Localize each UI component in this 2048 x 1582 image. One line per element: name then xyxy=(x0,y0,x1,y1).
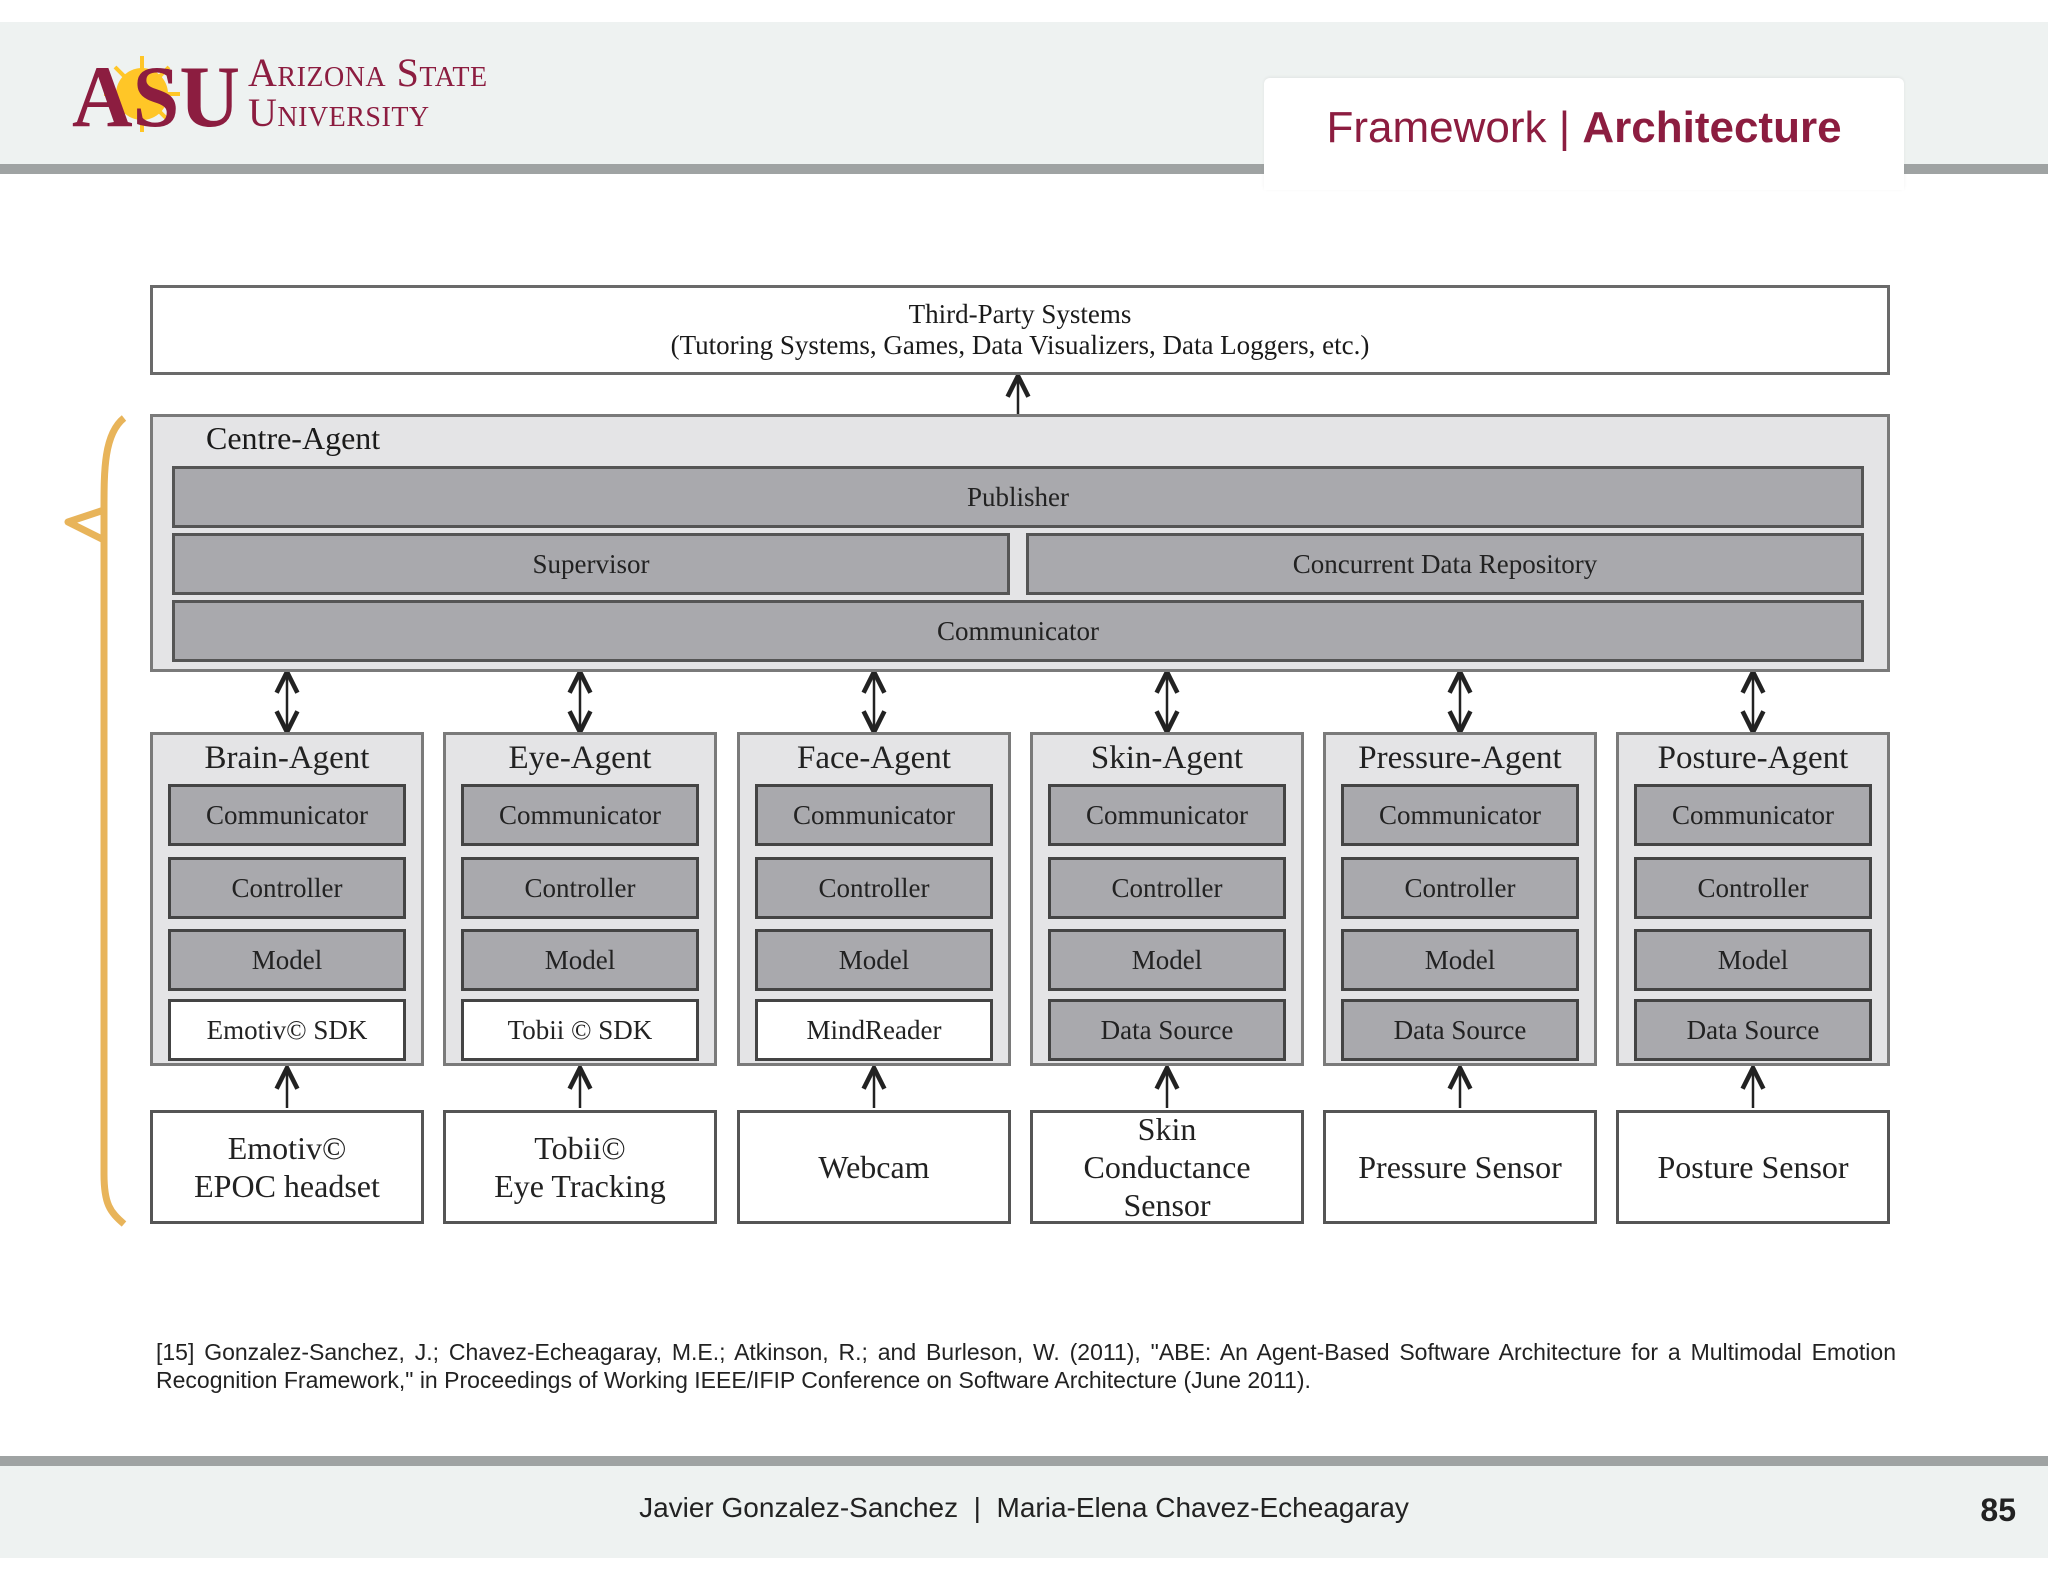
face-agent-model-box: Model xyxy=(755,929,993,991)
face-agent-communicator-box: Communicator xyxy=(755,784,993,846)
asu-sunburst-logo-mark: ASU xyxy=(72,49,240,138)
third-party-title: Third-Party Systems xyxy=(908,299,1132,329)
skin-agent-title: Skin-Agent xyxy=(1090,740,1244,776)
university-name-line-1: Arizona State xyxy=(248,50,488,95)
posture-agent-controller-box: Controller xyxy=(1634,857,1872,919)
citation-text: [15] Gonzalez-Sanchez, J.; Chavez-Echeag… xyxy=(156,1339,1896,1393)
slide-title-topic: Architecture xyxy=(1582,103,1842,152)
publisher-bar: Publisher xyxy=(172,466,1864,528)
logo-letters: ASU xyxy=(72,49,240,138)
posture-agent-device-box: Posture Sensor xyxy=(1616,1110,1890,1224)
pressure-agent-model-box: Model xyxy=(1341,929,1579,991)
brain-agent-source-box: Emotiv© SDK xyxy=(168,999,406,1061)
face-agent-device-box: Webcam xyxy=(737,1110,1011,1224)
centre-communicator-bar: Communicator xyxy=(172,600,1864,662)
asu-logo: ASU Arizona State University xyxy=(70,48,550,138)
third-party-systems-box: Third-Party Systems (Tutoring Systems, G… xyxy=(150,285,1890,375)
skin-agent-device-label: Skin Conductance Sensor xyxy=(1083,1111,1251,1223)
eye-agent-source-box: Tobii © SDK xyxy=(461,999,699,1061)
posture-agent-source-box: Data Source xyxy=(1634,999,1872,1061)
footer-band xyxy=(0,1466,2048,1558)
skin-agent-model-box: Model xyxy=(1048,929,1286,991)
eye-agent-device-box: Tobii© Eye Tracking xyxy=(443,1110,717,1224)
face-agent-controller-box: Controller xyxy=(755,857,993,919)
posture-agent-title: Posture-Agent xyxy=(1657,740,1849,776)
pressure-agent-communicator-box: Communicator xyxy=(1341,784,1579,846)
pressure-agent-device-label: Pressure Sensor xyxy=(1358,1149,1562,1185)
university-name-line-2: University xyxy=(248,90,430,135)
face-agent-device-label: Webcam xyxy=(818,1149,930,1185)
posture-agent-communicator-box: Communicator xyxy=(1634,784,1872,846)
pressure-agent-title: Pressure-Agent xyxy=(1358,740,1562,776)
eye-agent-title: Eye-Agent xyxy=(508,740,652,776)
supervisor-bar: Supervisor xyxy=(172,533,1010,595)
brain-agent-device-label: Emotiv© EPOC headset xyxy=(194,1130,380,1204)
pressure-agent-source-box: Data Source xyxy=(1341,999,1579,1061)
eye-agent-communicator-box: Communicator xyxy=(461,784,699,846)
title-tab xyxy=(1264,78,1904,190)
third-party-subtitle: (Tutoring Systems, Games, Data Visualize… xyxy=(670,330,1370,360)
pressure-agent-device-box: Pressure Sensor xyxy=(1323,1110,1597,1224)
page-number: 85 xyxy=(1980,1492,2016,1528)
skin-agent-communicator-box: Communicator xyxy=(1048,784,1286,846)
skin-agent-controller-box: Controller xyxy=(1048,857,1286,919)
skin-agent-source-box: Data Source xyxy=(1048,999,1286,1061)
centre-agent-label: Centre-Agent xyxy=(206,420,381,456)
brain-agent-communicator-box: Communicator xyxy=(168,784,406,846)
pressure-agent-controller-box: Controller xyxy=(1341,857,1579,919)
posture-agent-model-box: Model xyxy=(1634,929,1872,991)
brain-agent-controller-box: Controller xyxy=(168,857,406,919)
footer-authors: Javier Gonzalez-Sanchez | Maria-Elena Ch… xyxy=(639,1492,1409,1523)
slide-title: Framework | Architecture xyxy=(1264,98,1904,158)
footer-rule xyxy=(0,1456,2048,1466)
skin-agent-device-box: Skin Conductance Sensor xyxy=(1030,1110,1304,1224)
face-agent-source-box: MindReader xyxy=(755,999,993,1061)
header-rule xyxy=(0,164,2048,174)
face-agent-title: Face-Agent xyxy=(797,740,951,776)
slide-title-section: Framework | xyxy=(1326,103,1583,152)
sunburst-icon xyxy=(104,56,180,132)
eye-agent-controller-box: Controller xyxy=(461,857,699,919)
eye-agent-device-label: Tobii© Eye Tracking xyxy=(494,1130,666,1204)
posture-agent-device-label: Posture Sensor xyxy=(1657,1149,1849,1185)
brain-agent-device-box: Emotiv© EPOC headset xyxy=(150,1110,424,1224)
brain-agent-model-box: Model xyxy=(168,929,406,991)
eye-agent-model-box: Model xyxy=(461,929,699,991)
concurrent-data-repository-bar: Concurrent Data Repository xyxy=(1026,533,1864,595)
agents-bracket xyxy=(64,415,127,1227)
brain-agent-title: Brain-Agent xyxy=(204,740,370,776)
